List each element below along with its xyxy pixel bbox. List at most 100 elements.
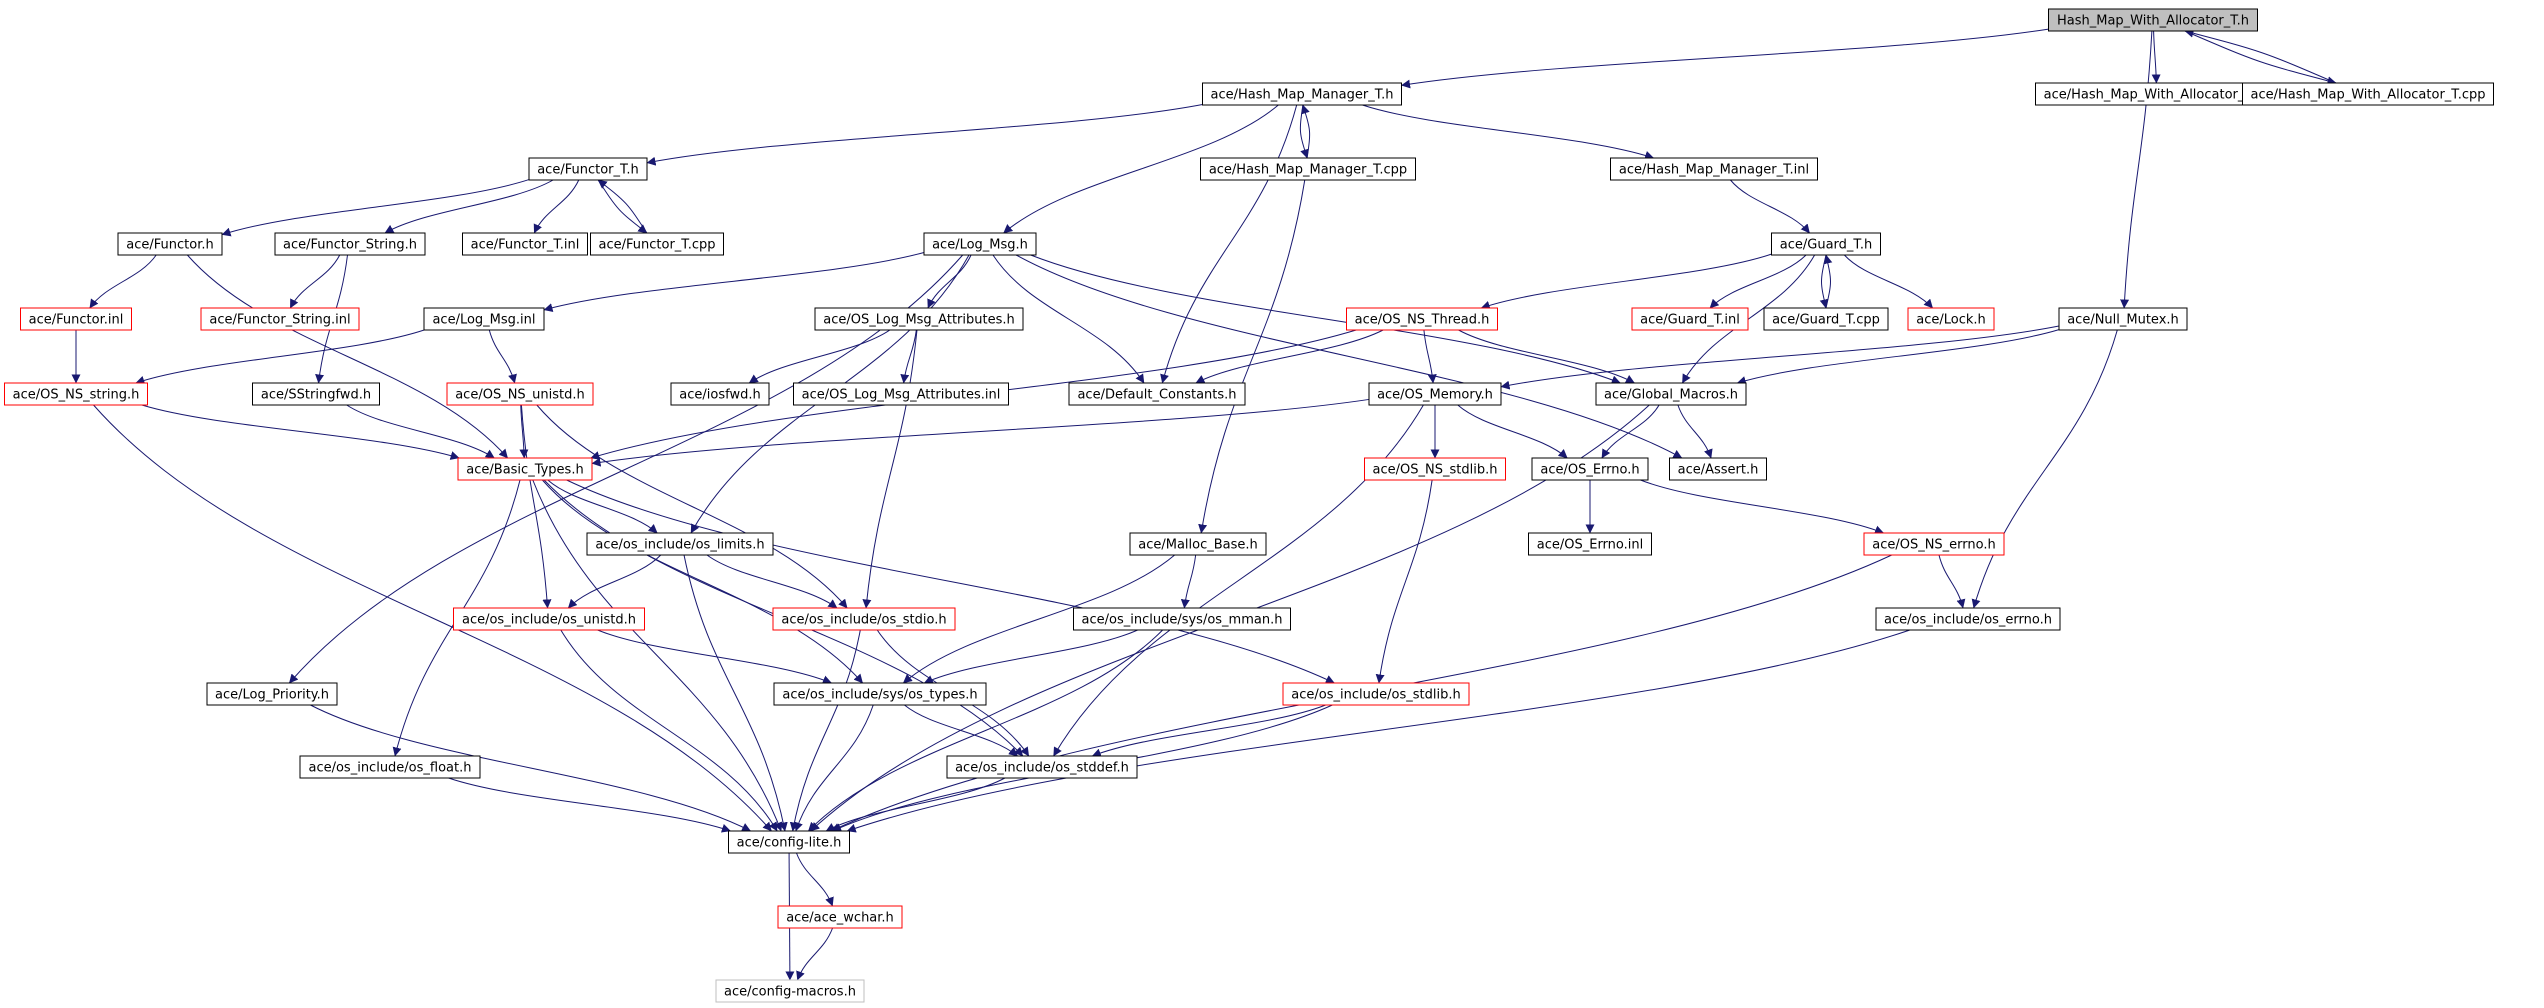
edge-os-ns-thread-h-to-os-memory-h [1423,329,1437,384]
node-hmwa-cpp[interactable]: ace/Hash_Map_With_Allocator_T.cpp [2242,82,2494,106]
node-box [715,979,865,1003]
node-global-macros-h[interactable]: ace/Global_Macros.h [1595,382,1747,406]
node-os-errno-inl[interactable]: ace/OS_Errno.inl [1528,532,1652,556]
edge-os-log-msg-attr-h-to-os-log-msg-attr-inl [900,329,917,384]
node-hmm-cpp[interactable]: ace/Hash_Map_Manager_T.cpp [1200,157,1416,181]
edge-functor-string-h-to-functor-string-inl [289,254,341,309]
edge-root-to-hmwa-cpp [2184,30,2337,86]
node-label: ace/OS_Memory.h [1377,388,1493,403]
node-box [1771,232,1881,256]
node-os-memory-h[interactable]: ace/OS_Memory.h [1368,382,1502,406]
node-config-lite-h[interactable]: ace/config-lite.h [728,830,850,854]
edge-functor-t-h-to-functor-string-h [384,179,554,234]
node-os-log-msg-attr-h[interactable]: ace/OS_Log_Msg_Attributes.h [814,307,1024,331]
node-functor-string-inl[interactable]: ace/Functor_String.inl [200,307,360,331]
node-os-unistd-h[interactable]: ace/os_include/os_unistd.h [453,607,645,631]
node-label: ace/OS_Log_Msg_Attributes.inl [802,388,1001,403]
node-box [299,755,481,779]
node-functor-t-inl[interactable]: ace/Functor_T.inl [462,232,588,256]
node-os-errno-h[interactable]: ace/OS_Errno.h [1531,457,1649,481]
node-label: ace/Log_Msg.h [932,238,1028,253]
node-os-types-h[interactable]: ace/os_include/sys/os_types.h [773,682,987,706]
node-os-ns-string-h[interactable]: ace/OS_NS_string.h [4,382,148,406]
node-guard-t-inl[interactable]: ace/Guard_T.inl [1631,307,1749,331]
node-label: ace/os_include/os_stdio.h [781,613,946,628]
node-os-log-msg-attr-inl[interactable]: ace/OS_Log_Msg_Attributes.inl [793,382,1009,406]
node-default-constants-h[interactable]: ace/Default_Constants.h [1068,382,1246,406]
edge-log-msg-inl-to-os-ns-string-h [135,329,425,385]
node-malloc-base-h[interactable]: ace/Malloc_Base.h [1129,532,1267,556]
node-label: ace/OS_Log_Msg_Attributes.h [823,313,1014,328]
edge-os-ns-stdlib-h-to-os-stdlib-h [1375,479,1433,684]
node-os-errno-os-h[interactable]: ace/os_include/os_errno.h [1875,607,2061,631]
node-box [777,905,903,929]
node-os-limits-h[interactable]: ace/os_include/os_limits.h [586,532,774,556]
node-box [1346,307,1498,331]
node-hmm-inl[interactable]: ace/Hash_Map_Manager_T.inl [1610,157,1818,181]
node-box [670,382,770,406]
edge-os-ns-unistd-h-to-os-stdio-h [536,404,848,609]
edge-os-errno-os-h-to-config-lite-h [846,629,1911,833]
node-root[interactable]: Hash_Map_With_Allocator_T.h [2048,8,2258,32]
node-basic-types-h[interactable]: ace/Basic_Types.h [457,457,593,481]
node-os-mman-h[interactable]: ace/os_include/sys/os_mman.h [1073,607,1291,631]
node-label: ace/Guard_T.h [1780,238,1872,253]
node-box [1907,307,1995,331]
node-lock-h[interactable]: ace/Lock.h [1907,307,1995,331]
node-box [590,232,724,256]
edge-hmm-h-to-functor-t-h [646,103,1203,166]
node-hmm-h[interactable]: ace/Hash_Map_Manager_T.h [1202,82,1402,106]
node-log-priority-h[interactable]: ace/Log_Priority.h [206,682,338,706]
edge-log-msg-inl-to-os-ns-unistd-h [488,329,517,384]
node-functor-h[interactable]: ace/Functor.h [117,232,223,256]
node-hmwa-inl[interactable]: ace/Hash_Map_With_Allocator_T.inl [2035,82,2279,106]
edge-os-log-msg-attr-h-to-iosfwd-h [748,329,891,384]
node-os-ns-stdlib-h[interactable]: ace/OS_NS_stdlib.h [1364,457,1506,481]
edge-hmm-h-to-hmm-inl [1362,104,1654,160]
edge-os-ns-thread-h-to-global-macros-h [1458,329,1635,384]
node-os-float-h[interactable]: ace/os_include/os_float.h [299,755,481,779]
edge-os-ns-unistd-h-to-os-unistd-h [520,404,552,609]
node-ace-wchar-h[interactable]: ace/ace_wchar.h [777,905,903,929]
node-label: ace/config-lite.h [737,836,842,851]
edge-basic-types-h-to-os-types-h [541,479,864,684]
node-log-msg-h[interactable]: ace/Log_Msg.h [923,232,1037,256]
node-functor-inl[interactable]: ace/Functor.inl [20,307,132,331]
edge-os-ns-unistd-h-to-basic-types-h [519,404,529,459]
node-guard-t-h[interactable]: ace/Guard_T.h [1771,232,1881,256]
node-iosfwd-h[interactable]: ace/iosfwd.h [670,382,770,406]
node-guard-t-cpp[interactable]: ace/Guard_T.cpp [1763,307,1889,331]
node-label: ace/os_include/os_stddef.h [955,761,1129,776]
node-log-msg-inl[interactable]: ace/Log_Msg.inl [423,307,545,331]
node-null-mutex-h[interactable]: ace/Null_Mutex.h [2058,307,2188,331]
node-label: ace/Log_Priority.h [215,688,329,703]
node-box [814,307,1024,331]
node-sstringfwd-h[interactable]: ace/SStringfwd.h [252,382,380,406]
edge-os-errno-h-to-os-ns-errno-h [1640,479,1884,535]
edge-os-limits-h-to-os-stdio-h [706,554,838,609]
node-os-ns-errno-h[interactable]: ace/OS_NS_errno.h [1863,532,2005,556]
node-os-stdio-h[interactable]: ace/os_include/os_stdio.h [772,607,956,631]
node-box [728,830,850,854]
node-label: ace/os_include/sys/os_mman.h [1082,613,1283,628]
node-box [2058,307,2188,331]
node-os-stddef-h[interactable]: ace/os_include/os_stddef.h [946,755,1138,779]
node-os-ns-unistd-h[interactable]: ace/OS_NS_unistd.h [446,382,594,406]
node-label: ace/Global_Macros.h [1604,388,1738,403]
node-label: ace/Functor_String.inl [209,313,350,328]
node-label: ace/Null_Mutex.h [2067,313,2179,328]
node-functor-t-cpp[interactable]: ace/Functor_T.cpp [590,232,724,256]
node-label: ace/Functor_String.h [283,238,417,253]
node-os-ns-thread-h[interactable]: ace/OS_NS_Thread.h [1346,307,1498,331]
node-box [2048,8,2258,32]
edge-log-msg-h-to-os-log-msg-attr-h [927,254,972,309]
node-config-macros-h[interactable]: ace/config-macros.h [715,979,865,1003]
node-functor-string-h[interactable]: ace/Functor_String.h [274,232,426,256]
edge-log-msg-h-to-default-constants-h [992,254,1145,384]
node-label: ace/Assert.h [1678,463,1759,478]
node-functor-t-h[interactable]: ace/Functor_T.h [528,157,648,181]
node-box [1129,532,1267,556]
node-os-stdlib-h[interactable]: ace/os_include/os_stdlib.h [1282,682,1470,706]
node-assert-h[interactable]: ace/Assert.h [1669,457,1767,481]
